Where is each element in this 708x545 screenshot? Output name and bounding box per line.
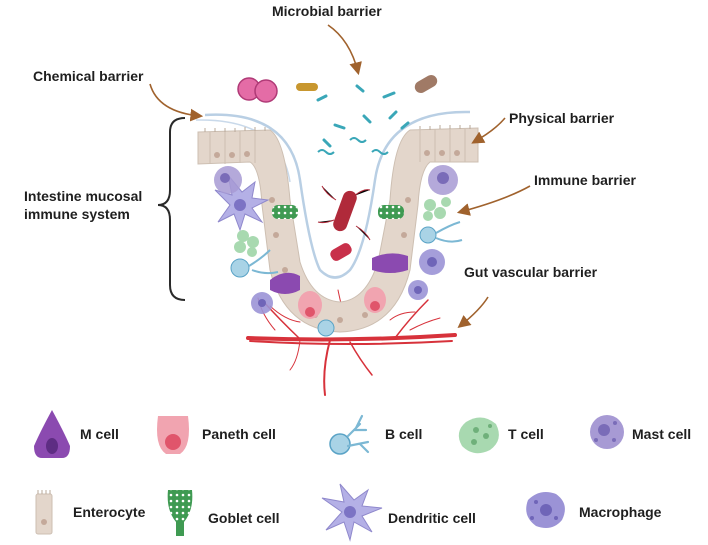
- legend-label-enterocyte: Enterocyte: [73, 504, 146, 520]
- dendritic-cell-icon: [321, 483, 383, 542]
- label-physical-barrier: Physical barrier: [509, 110, 615, 126]
- legend-label-macrophage: Macrophage: [579, 504, 662, 520]
- label-mucosal-line2: immune system: [24, 206, 130, 222]
- m-cells: [270, 253, 408, 294]
- pointer-arrows: [149, 24, 531, 328]
- legend-label-paneth-cell: Paneth cell: [202, 426, 276, 442]
- goblet-cells: [272, 205, 404, 219]
- label-immune-barrier: Immune barrier: [534, 172, 636, 188]
- mucosal-bracket: [157, 117, 186, 301]
- mucus-line: [204, 110, 471, 279]
- label-microbial-barrier: Microbial barrier: [272, 3, 382, 19]
- legend-label-m-cell: M cell: [80, 426, 119, 442]
- legend-label-goblet-cell: Goblet cell: [208, 510, 280, 526]
- enterocyte-icon: [35, 490, 53, 535]
- macrophage-icon: [526, 492, 565, 528]
- label-mucosal-line1: Intestine mucosal: [24, 188, 143, 204]
- paneth-cells: [298, 287, 386, 319]
- paneth-cell-icon: [157, 416, 189, 454]
- label-chemical-barrier: Chemical barrier: [33, 68, 144, 84]
- epithelium: [197, 125, 479, 333]
- immune-cells-right: [408, 165, 463, 300]
- immune-cells-left: [214, 166, 335, 337]
- t-cell-icon: [458, 417, 499, 454]
- label-vascular-barrier: Gut vascular barrier: [464, 264, 598, 280]
- legend-label-b-cell: B cell: [385, 426, 423, 442]
- mast-cell-icon: [590, 415, 624, 449]
- microbes: [237, 75, 438, 261]
- legend-label-dendritic-cell: Dendritic cell: [388, 510, 476, 526]
- legend-label-t-cell: T cell: [508, 426, 544, 442]
- legend-label-mast-cell: Mast cell: [632, 426, 692, 442]
- goblet-cell-icon: [167, 490, 193, 536]
- legend-icons: [34, 410, 624, 542]
- m-cell-icon: [34, 410, 70, 458]
- b-cell-icon: [329, 414, 370, 455]
